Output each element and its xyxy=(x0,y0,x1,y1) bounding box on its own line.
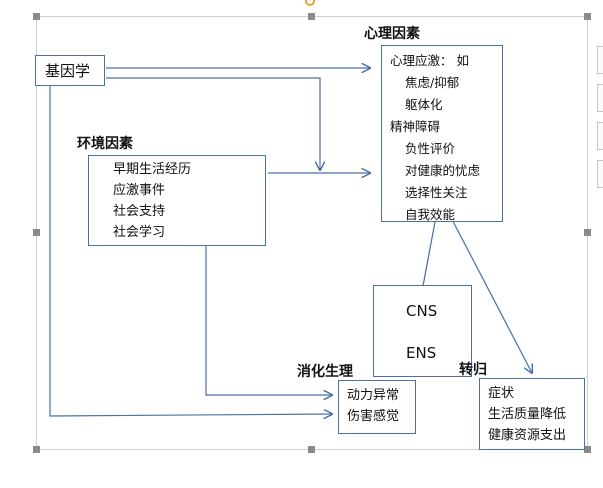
cns-ens-box[interactable]: CNS ENS xyxy=(373,285,472,377)
digest-line-2: 伤害感觉 xyxy=(347,409,400,424)
rotate-handle-icon[interactable] xyxy=(305,0,315,6)
resize-handle-middle-right[interactable] xyxy=(584,229,591,236)
psych-line-8: 自我效能 xyxy=(405,207,456,222)
outcome-line-3: 健康资源支出 xyxy=(488,428,567,443)
resize-handle-top-right[interactable] xyxy=(584,13,591,20)
psych-line-5: 负性评价 xyxy=(405,141,456,156)
ens-label: ENS xyxy=(406,344,437,362)
outcome-heading: 转归 xyxy=(459,362,487,378)
line-psych-to-cns xyxy=(422,221,436,287)
resize-handle-top-left[interactable] xyxy=(33,13,40,20)
psych-box[interactable]: 心理应激： 如 焦虑/抑郁 躯体化 精神障碍 负性评价 对健康的忧虑 选择性关注… xyxy=(381,45,503,222)
resize-handle-middle-left[interactable] xyxy=(33,229,40,236)
psych-line-3: 躯体化 xyxy=(405,97,443,112)
outcome-line-2: 生活质量降低 xyxy=(488,407,567,422)
cns-label: CNS xyxy=(406,302,438,320)
arrow-genetics-to-digest xyxy=(49,86,332,416)
digest-heading: 消化生理 xyxy=(297,364,353,380)
psych-line-7: 选择性关注 xyxy=(405,185,468,200)
psych-line-6: 对健康的忧虑 xyxy=(405,163,481,178)
env-line-3: 社会支持 xyxy=(113,204,166,219)
side-tab-2[interactable] xyxy=(597,84,603,112)
arrow-psych-to-outcome xyxy=(444,205,532,373)
env-line-1: 早期生活经历 xyxy=(113,162,192,177)
env-line-4: 社会学习 xyxy=(113,225,166,240)
psych-heading: 心理因素 xyxy=(364,26,420,42)
env-box[interactable]: 早期生活经历 应激事件 社会支持 社会学习 xyxy=(88,155,266,246)
digest-box[interactable]: 动力异常 伤害感觉 xyxy=(338,380,416,434)
psych-line-4: 精神障碍 xyxy=(390,119,441,134)
genetics-label: 基因学 xyxy=(45,62,91,80)
psych-line-1: 心理应激： 如 xyxy=(390,53,469,68)
resize-handle-bottom-left[interactable] xyxy=(33,446,40,453)
outcome-box[interactable]: 症状 生活质量降低 健康资源支出 xyxy=(479,378,585,450)
side-tab-3[interactable] xyxy=(597,122,603,150)
outcome-line-1: 症状 xyxy=(488,386,515,401)
arrow-genetics-to-psych-via-env xyxy=(106,77,320,170)
arrow-env-to-digest xyxy=(205,237,332,395)
resize-handle-bottom-center[interactable] xyxy=(308,446,315,453)
resize-handle-bottom-right[interactable] xyxy=(584,446,591,453)
env-line-2: 应激事件 xyxy=(113,183,166,198)
digest-line-1: 动力异常 xyxy=(347,388,400,403)
genetics-box[interactable]: 基因学 xyxy=(35,55,105,86)
resize-handle-top-center[interactable] xyxy=(308,13,315,20)
psych-line-2: 焦虑/抑郁 xyxy=(405,75,460,90)
env-heading: 环境因素 xyxy=(77,136,133,152)
side-tab-1[interactable] xyxy=(597,46,603,74)
side-tab-4[interactable] xyxy=(597,160,603,188)
